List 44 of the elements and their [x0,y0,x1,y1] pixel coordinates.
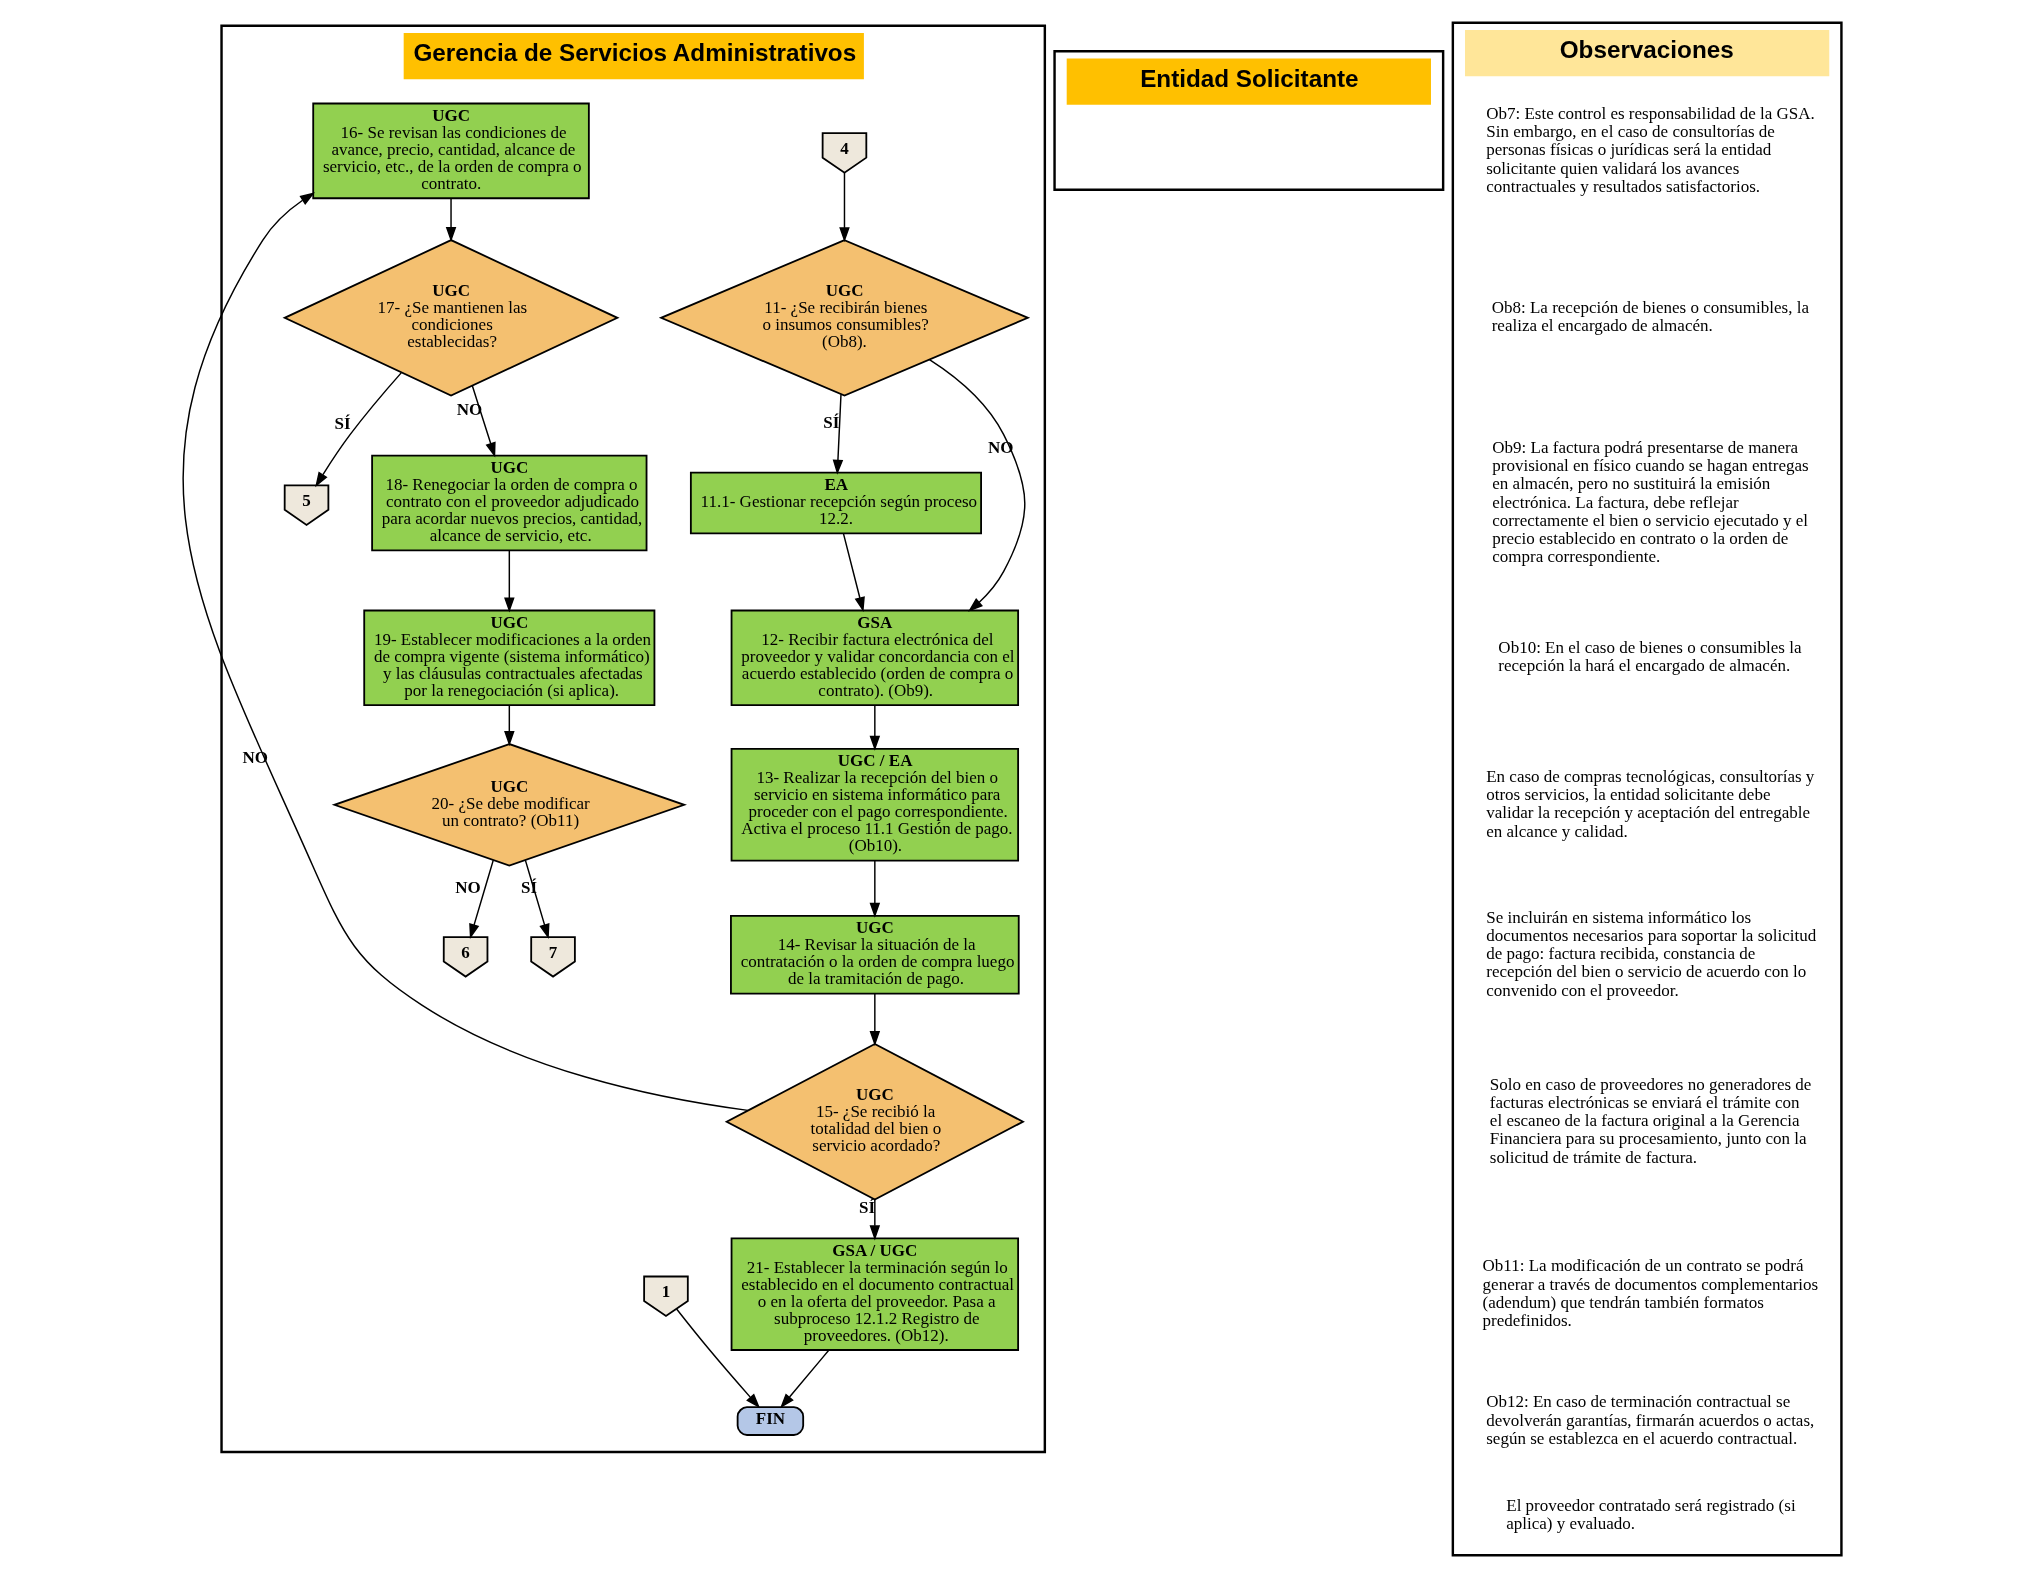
arrow [471,385,496,458]
node-box: GSA / UGC 21- Establecer la terminación según lo establecido en el documento contractual o en la oferta del proveedor. Pasa a subproceso 12.1.2 Registro de proveedores. (Ob12). [730,1237,1019,1351]
node-box: Entidad Solicitante [1052,50,1444,191]
arrow [182,192,749,1112]
node-box: UGC 16- Se revisan las condiciones de avance, precio, cantidad, alcance de servicio, etc., de la orden de compra o contrato. [311,102,590,200]
label: Solo en caso de proveedores no generadores de facturas electrónicas se enviará el trámite con el escaneo de la factura original a la Gerencia Financiera para su procesamiento, junto con la solicitud de trámite de factura. [1489,1074,1811,1167]
label: Ob7: Este control es responsabilidad de la GSA. Sin embargo, en el caso de consultorías de personas físicas o jurídicas será la entidad solicitante quien validará los avances contractuales y resultados satisfactorios. [1485,103,1815,196]
node-box: UGC 14- Revisar la situación de la contratación o la orden de compra luego de la tramitación de pago. [729,915,1020,995]
arrow [314,372,402,488]
arrow [842,532,865,613]
arrow [838,172,850,243]
arrow [869,1198,880,1241]
arrow [445,197,456,243]
arrow [869,704,880,751]
arrow [675,1308,760,1409]
label: Ob12: En caso de terminación contractual se devolverán garantías, firmarán acuerdos o actas, según se establezca en el acuerdo contractual. [1485,1392,1814,1448]
arrow [928,358,1025,612]
edge-label: SÍ [333,413,351,433]
arrow [832,393,843,475]
label: Ob9: La factura podrá presentarse de manera provisional en físico cuando se hagan entregas en almacén, pero no sustituirá la emisión electrónica. La factura, debe reflejar correctamente el bien o servicio ejecutado y el precio establecido en contrato o la orden de compra correspondiente. [1491,437,1809,567]
label: Ob11: La modificación de un contrato se podrá generar a través de documentos complementarios (adendum) que tendrán también formatos predefinidos. [1482,1256,1818,1330]
edge-label: SÍ [822,413,839,433]
edge-label: NO [454,877,481,897]
node-box: EA 11.1- Gestionar recepción según proceso 12.2. [689,471,982,535]
arrow [503,704,515,747]
arrow [869,860,880,918]
arrow [779,1349,829,1409]
node-box: GSA 12- Recibir factura electrónica del proveedor y validar concordancia con el acuerdo establecido (orden de compra o contrato). (Ob9). [730,609,1019,707]
arrow [468,859,494,939]
label: Ob8: La recepción de bienes o consumibles, la realiza el encargado de almacén. [1491,298,1809,336]
label: Se incluirán en sistema informático los documentos necesarios para soportar la solicitud de pago: factura recibida, constancia de recepción del bien o servicio de acuerdo con lo convenido con el proveedor. [1485,907,1816,1000]
label: Ob10: En el caso de bienes o consumibles la recepción la hará el encargado de almacén. [1497,638,1801,676]
node-box: UGC 19- Establecer modificaciones a la orden de compra vigente (sistema informático) y las cláusulas contractuales afectadas por la renegociación (si aplica). [362,609,655,707]
label: El proveedor contratado será registrado (si aplica) y evaluado. [1505,1495,1796,1533]
arrow [869,993,880,1047]
node-diamond: UGC 17- ¿Se mantienen las condiciones establecidas? [282,239,620,397]
arrow [503,550,515,613]
label: En caso de compras tecnológicas, consultorías y otros servicios, la entidad solicitante debe validar la recepción y aceptación del entregable en alcance y calidad. [1485,766,1814,841]
node-diamond: UGC 20- ¿Se debe modificar un contrato? (Ob11) [331,743,687,867]
node-diamond: UGC 11- ¿Se recibirán bienes o insumos consumibles? (Ob8). [658,239,1030,397]
node-box: UGC / EA 13- Realizar la recepción del bien o servicio en sistema informático para proceder con el pago correspondiente. Activa el proceso 11.1 Gestión de pago. (Ob10). [730,748,1019,862]
arrow [524,859,549,939]
node-box: UGC 18- Renegociar la orden de compra o contrato con el proveedor adjudicado para acordar nuevos precios, cantidad, alcance de servicio, etc. [370,454,647,552]
node-box: FIN [736,1406,804,1436]
